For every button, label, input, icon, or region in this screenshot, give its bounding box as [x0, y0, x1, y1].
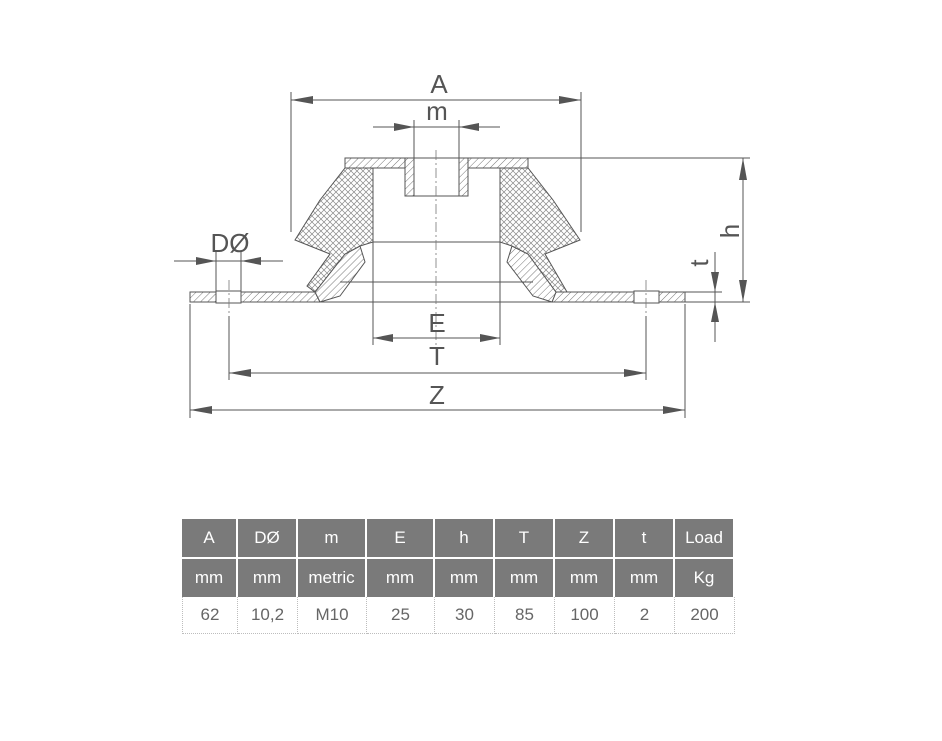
unit-A: mm — [182, 559, 238, 597]
dimension-Z: Z — [189, 304, 686, 418]
dimension-E: E — [372, 242, 501, 345]
table-units-row: mm mm metric mm mm mm mm mm Kg — [182, 559, 735, 597]
dimension-m: m — [373, 96, 500, 158]
dimension-A: A — [290, 69, 582, 232]
header-h: h — [435, 519, 495, 559]
header-A: A — [182, 519, 238, 559]
label-T: T — [429, 341, 445, 371]
table-header-row: A DØ m E h T Z t Load — [182, 519, 735, 559]
rubber-body — [294, 167, 581, 293]
header-E: E — [367, 519, 435, 559]
label-h: h — [715, 224, 745, 238]
value-load: 200 — [675, 597, 735, 634]
right-bolt-hole — [633, 290, 660, 304]
base-cup — [314, 245, 557, 303]
value-m: M10 — [298, 597, 367, 634]
unit-t: mm — [615, 559, 675, 597]
technical-drawing: A m DØ h t — [174, 69, 750, 418]
dimension-h: h — [528, 157, 750, 303]
value-T: 85 — [495, 597, 555, 634]
unit-load: Kg — [675, 559, 735, 597]
value-A: 62 — [182, 597, 238, 634]
unit-T: mm — [495, 559, 555, 597]
table-row: 62 10,2 M10 25 30 85 100 2 200 — [182, 597, 735, 634]
header-load: Load — [675, 519, 735, 559]
unit-D: mm — [238, 559, 298, 597]
value-E: 25 — [367, 597, 435, 634]
dimension-t: t — [684, 252, 722, 342]
dimension-T: T — [228, 316, 647, 380]
value-Z: 100 — [555, 597, 615, 634]
value-h: 30 — [435, 597, 495, 634]
header-m: m — [298, 519, 367, 559]
label-m: m — [426, 96, 448, 126]
unit-h: mm — [435, 559, 495, 597]
header-D: DØ — [238, 519, 298, 559]
label-A: A — [430, 69, 448, 99]
label-t: t — [684, 259, 714, 267]
unit-m: metric — [298, 559, 367, 597]
header-Z: Z — [555, 519, 615, 559]
label-D: DØ — [211, 228, 250, 258]
left-bolt-hole — [215, 290, 242, 304]
top-plate — [344, 157, 529, 197]
unit-Z: mm — [555, 559, 615, 597]
value-t: 2 — [615, 597, 675, 634]
header-T: T — [495, 519, 555, 559]
label-E: E — [428, 308, 445, 338]
specification-table: A DØ m E h T Z t Load mm mm metric mm mm… — [182, 519, 735, 634]
unit-E: mm — [367, 559, 435, 597]
value-D: 10,2 — [238, 597, 298, 634]
dimension-D: DØ — [174, 228, 283, 291]
header-t: t — [615, 519, 675, 559]
label-Z: Z — [429, 380, 445, 410]
